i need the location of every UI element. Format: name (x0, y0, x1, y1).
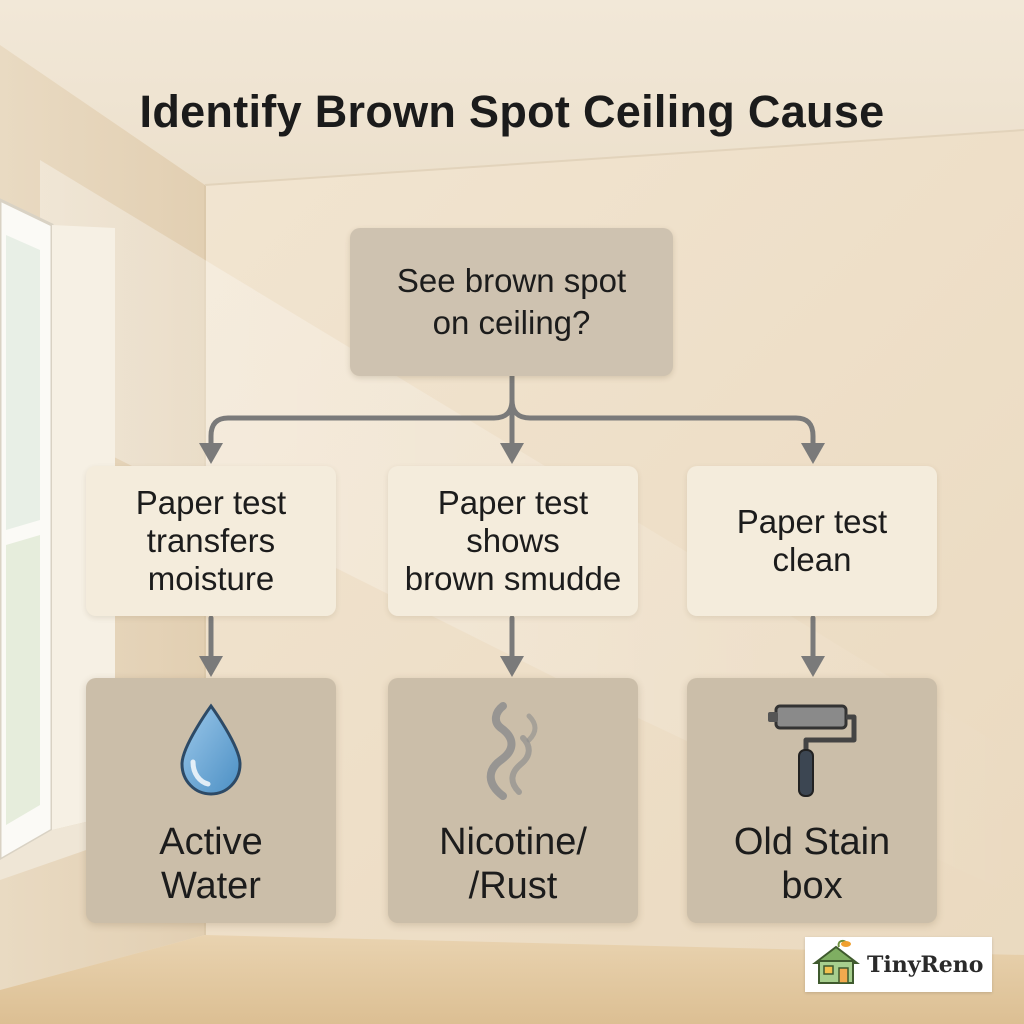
test-node-brown-smudge: Paper test shows brown smudde (388, 466, 638, 616)
arrowhead-left (199, 443, 223, 464)
branch-right-connector (509, 397, 816, 448)
branch-left-connector (208, 397, 515, 448)
smoke-icon (473, 700, 553, 800)
result-label: Nicotine/ /Rust (439, 821, 587, 907)
arrowhead-center (500, 443, 524, 464)
page-title: Identify Brown Spot Ceiling Cause (139, 86, 885, 137)
brand-name: TinyReno (867, 951, 984, 978)
result-node-active-water: Active Water (86, 678, 336, 923)
arrowhead-result-3 (801, 656, 825, 677)
water-drop-icon (176, 700, 246, 800)
result-label: Old Stain box (733, 821, 891, 907)
question-node: See brown spot on ceiling? (350, 228, 673, 376)
arrowhead-right (801, 443, 825, 464)
result-node-nicotine-rust: Nicotine/ /Rust (388, 678, 638, 923)
result-label: Active Water (159, 821, 263, 907)
paint-roller-icon (762, 700, 862, 800)
brand-logo: TinyReno (805, 937, 992, 992)
result-node-old-stain: Old Stain box (687, 678, 937, 923)
house-logo-icon (811, 939, 861, 990)
arrowhead-result-1 (199, 656, 223, 677)
test-node-clean: Paper test clean (687, 466, 937, 616)
arrowhead-result-2 (500, 656, 524, 677)
test-node-moisture: Paper test transfers moisture (86, 466, 336, 616)
